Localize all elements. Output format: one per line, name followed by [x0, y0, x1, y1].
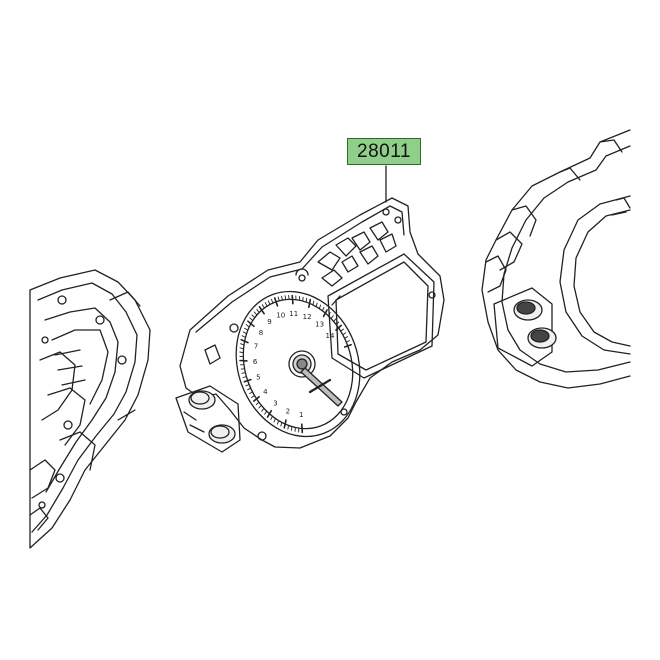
- tachometer-needle: [300, 367, 343, 407]
- dial-tick: [255, 401, 260, 406]
- rear-housing: [29, 269, 151, 549]
- dial-tick: [291, 294, 294, 305]
- part-number-label: 28011: [347, 138, 421, 165]
- lcd-display: [327, 253, 436, 379]
- dial-tick: [307, 298, 312, 309]
- dial-tick: [264, 410, 268, 415]
- right-switch-pad: [493, 287, 557, 367]
- dial-tick: [287, 424, 289, 430]
- dial-tick: [251, 314, 256, 319]
- dial-tick-label: 1: [299, 411, 303, 419]
- dial-tick: [288, 295, 290, 301]
- dial-tick-label: 10: [276, 312, 285, 320]
- dial-tick-label: 4: [263, 388, 268, 396]
- dial-tick: [247, 387, 252, 391]
- dial-tick: [315, 302, 318, 308]
- dial-tick: [251, 395, 255, 398]
- dial-tick: [283, 419, 287, 429]
- left-switch-pad: [175, 385, 241, 453]
- indicator-lamps: [317, 208, 402, 287]
- dial-tick-ring: [239, 294, 352, 434]
- dial-tick: [280, 421, 283, 427]
- dial-tick: [277, 296, 280, 302]
- dial-tick: [270, 298, 274, 304]
- dial-tick-label: 14: [326, 332, 335, 340]
- dial-tick-label: 11: [289, 310, 298, 318]
- dial-tick: [258, 305, 265, 315]
- dial-tick-label: 5: [256, 374, 260, 382]
- dial-tick: [266, 409, 273, 418]
- dial-tick: [253, 311, 258, 316]
- dial-tick: [322, 309, 328, 318]
- dial-tick: [242, 376, 247, 378]
- dial-tick: [253, 395, 260, 402]
- dial-tick: [312, 300, 315, 306]
- dial-tick: [327, 312, 331, 317]
- dial-tick: [335, 321, 340, 325]
- dial-tick-label: 6: [253, 358, 258, 366]
- dial-tick: [241, 372, 246, 374]
- dial-tick: [245, 384, 250, 387]
- dial-tick: [243, 378, 252, 383]
- dial-tick: [330, 315, 334, 319]
- dial-tick: [335, 324, 343, 331]
- dial-tick: [270, 415, 273, 421]
- dial-tick: [300, 423, 304, 434]
- dial-tick: [249, 391, 253, 395]
- dial-tick: [239, 347, 244, 350]
- dial-tick: [256, 308, 260, 314]
- dial-tick: [342, 332, 347, 336]
- dial-tick: [240, 343, 245, 346]
- dial-tick: [284, 295, 287, 301]
- dial-tick: [267, 300, 271, 306]
- dial-tick: [318, 304, 322, 310]
- dial-tick: [249, 317, 254, 322]
- dial-tick-label: 9: [267, 318, 271, 326]
- dial-tick: [245, 324, 250, 328]
- dial-tick: [264, 302, 268, 307]
- dial-tick: [247, 320, 255, 328]
- dial-tick: [340, 328, 344, 332]
- dial-tick-label: 2: [286, 408, 290, 416]
- dial-tick: [273, 297, 279, 307]
- dial-tick: [244, 327, 249, 331]
- dial-tick-label: 12: [303, 313, 312, 321]
- dial-tick: [343, 343, 352, 348]
- dial-tick: [345, 340, 350, 343]
- dial-tick-label: 3: [273, 400, 277, 408]
- dial-tick: [321, 306, 325, 312]
- dial-tick: [240, 338, 249, 344]
- dial-tick: [261, 407, 265, 412]
- dial-tick: [281, 295, 283, 301]
- dial-tick-label: 7: [254, 343, 258, 351]
- dial-tick-label: 13: [315, 321, 324, 329]
- dial-tick: [239, 351, 244, 354]
- dial-tick: [344, 336, 349, 339]
- dial-tick: [258, 404, 262, 409]
- front-cover: [481, 129, 631, 389]
- dial-tick: [273, 418, 276, 423]
- dial-tick: [242, 331, 248, 335]
- dial-tick: [261, 304, 265, 309]
- dial-tick: [305, 297, 308, 303]
- dial-tick: [241, 335, 246, 338]
- dial-tick: [276, 420, 280, 425]
- dial-tick: [333, 318, 337, 322]
- dial-tick-label: 8: [259, 329, 263, 337]
